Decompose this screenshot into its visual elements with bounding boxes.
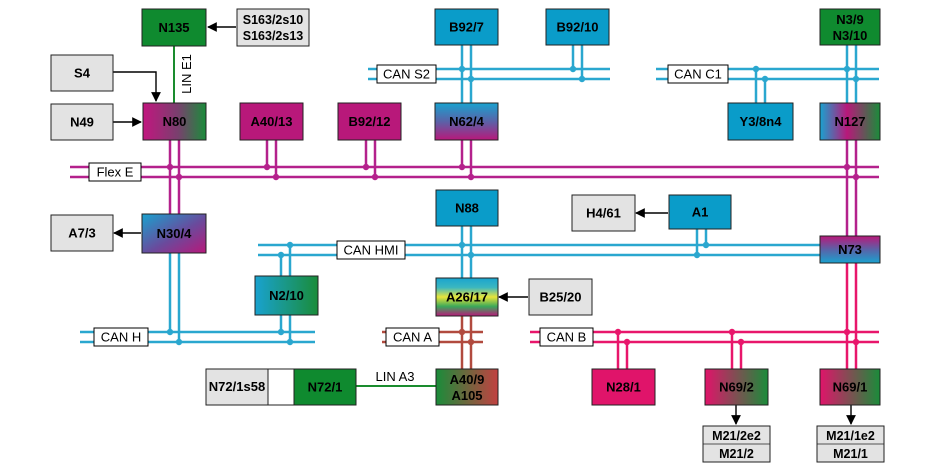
svg-text:CAN A: CAN A bbox=[393, 330, 432, 345]
node-b92-7[interactable]: B92/7 bbox=[434, 8, 499, 46]
svg-text:B25/20: B25/20 bbox=[540, 290, 582, 305]
bus-label-can-s2: CAN S2 bbox=[376, 64, 437, 84]
node-n72-1[interactable]: N72/1 bbox=[293, 368, 357, 406]
svg-text:N28/1: N28/1 bbox=[606, 380, 641, 395]
node-n127[interactable]: N127 bbox=[819, 102, 881, 141]
node-a26-17[interactable]: A26/17 bbox=[435, 277, 499, 317]
svg-text:N80: N80 bbox=[163, 114, 187, 129]
node-y3-8n4[interactable]: Y3/8n4 bbox=[727, 102, 794, 141]
svg-text:N62/4: N62/4 bbox=[449, 114, 484, 129]
node-b92-12[interactable]: B92/12 bbox=[337, 102, 402, 141]
bus-label-can-hmi: CAN HMI bbox=[336, 240, 406, 260]
junction-dots-can-a bbox=[458, 328, 475, 346]
svg-text:A40/13: A40/13 bbox=[251, 114, 293, 129]
node-a40-9[interactable]: A40/9 A105 bbox=[435, 368, 499, 406]
svg-text:N135: N135 bbox=[158, 20, 189, 35]
arrows bbox=[113, 22, 856, 425]
svg-text:M21/2: M21/2 bbox=[719, 447, 754, 461]
bus-label-flex-e: Flex E bbox=[88, 162, 142, 182]
svg-text:N2/10: N2/10 bbox=[269, 288, 304, 303]
node-a1[interactable]: A1 bbox=[668, 194, 732, 230]
svg-text:M21/1: M21/1 bbox=[833, 447, 868, 461]
svg-text:B92/12: B92/12 bbox=[349, 114, 391, 129]
svg-text:CAN S2: CAN S2 bbox=[383, 67, 430, 82]
svg-text:CAN C1: CAN C1 bbox=[674, 67, 722, 82]
node-n69-2[interactable]: N69/2 bbox=[704, 368, 769, 406]
svg-text:M21/1e2: M21/1e2 bbox=[826, 429, 875, 443]
node-n72-1s58[interactable]: N72/1s58 bbox=[205, 368, 295, 406]
svg-text:M21/2e2: M21/2e2 bbox=[712, 429, 761, 443]
svg-text:H4/61: H4/61 bbox=[586, 206, 621, 221]
svg-text:N49: N49 bbox=[70, 115, 94, 130]
svg-text:S163/2s13: S163/2s13 bbox=[243, 29, 304, 43]
bus-label-lin-e1: LIN E1 bbox=[179, 54, 194, 94]
svg-text:N3/10: N3/10 bbox=[833, 28, 868, 43]
svg-text:CAN H: CAN H bbox=[101, 330, 141, 345]
node-b92-10[interactable]: B92/10 bbox=[545, 8, 610, 46]
bus-flex-e bbox=[70, 165, 879, 179]
node-b25-20[interactable]: B25/20 bbox=[528, 278, 593, 316]
node-n62-4[interactable]: N62/4 bbox=[434, 102, 499, 141]
node-n3-9[interactable]: N3/9 N3/10 bbox=[819, 8, 881, 46]
node-s4[interactable]: S4 bbox=[50, 54, 114, 92]
node-s163-2s10[interactable]: S163/2s10 S163/2s13 bbox=[236, 8, 310, 47]
svg-text:N72/1: N72/1 bbox=[308, 380, 343, 395]
svg-text:A26/17: A26/17 bbox=[446, 290, 488, 305]
svg-text:N69/1: N69/1 bbox=[833, 380, 868, 395]
bus-label-can-b: CAN B bbox=[539, 327, 594, 347]
drops-can-b bbox=[616, 263, 858, 369]
svg-text:N88: N88 bbox=[455, 201, 479, 216]
svg-text:Flex E: Flex E bbox=[97, 165, 134, 180]
node-m21-2[interactable]: M21/2e2 M21/2 bbox=[702, 425, 771, 463]
lin-lines bbox=[173, 46, 436, 387]
svg-text:N73: N73 bbox=[838, 242, 862, 257]
node-n88[interactable]: N88 bbox=[435, 189, 499, 227]
node-n73[interactable]: N73 bbox=[819, 235, 881, 264]
node-a7-3[interactable]: A7/3 bbox=[50, 214, 114, 252]
node-n2-10[interactable]: N2/10 bbox=[254, 275, 319, 316]
node-n135[interactable]: N135 bbox=[141, 8, 207, 47]
node-h4-61[interactable]: H4/61 bbox=[571, 194, 636, 232]
svg-text:A105: A105 bbox=[451, 388, 482, 403]
node-n69-1[interactable]: N69/1 bbox=[819, 368, 881, 406]
svg-text:N30/4: N30/4 bbox=[157, 226, 192, 241]
svg-text:S163/2s10: S163/2s10 bbox=[243, 13, 304, 27]
junction-dots-can-b bbox=[614, 328, 860, 346]
svg-text:N127: N127 bbox=[834, 114, 865, 129]
svg-text:A40/9: A40/9 bbox=[450, 372, 485, 387]
bus-label-can-c1: CAN C1 bbox=[667, 64, 729, 84]
svg-text:A7/3: A7/3 bbox=[68, 226, 95, 241]
junction-dots-flex bbox=[166, 163, 860, 181]
svg-text:N69/2: N69/2 bbox=[719, 380, 754, 395]
svg-text:B92/10: B92/10 bbox=[557, 20, 599, 35]
bus-label-can-a: CAN A bbox=[385, 327, 440, 347]
svg-text:CAN B: CAN B bbox=[547, 330, 587, 345]
svg-text:CAN HMI: CAN HMI bbox=[344, 243, 399, 258]
svg-text:B92/7: B92/7 bbox=[449, 20, 484, 35]
node-n49[interactable]: N49 bbox=[50, 103, 114, 141]
svg-text:A1: A1 bbox=[692, 205, 709, 220]
junction-dots-can bbox=[166, 65, 860, 346]
node-n80[interactable]: N80 bbox=[142, 102, 207, 141]
node-n28-1[interactable]: N28/1 bbox=[591, 368, 656, 406]
svg-text:N3/9: N3/9 bbox=[836, 12, 863, 27]
drops-flex bbox=[168, 140, 858, 236]
bus-label-lin-a3: LIN A3 bbox=[375, 369, 414, 384]
svg-text:S4: S4 bbox=[74, 66, 91, 81]
svg-text:Y3/8n4: Y3/8n4 bbox=[740, 114, 783, 129]
bus-label-can-h: CAN H bbox=[93, 327, 149, 347]
node-a40-13[interactable]: A40/13 bbox=[239, 102, 304, 141]
node-m21-1[interactable]: M21/1e2 M21/1 bbox=[816, 425, 885, 463]
svg-text:N72/1s58: N72/1s58 bbox=[209, 379, 265, 394]
node-n30-4[interactable]: N30/4 bbox=[141, 213, 207, 254]
